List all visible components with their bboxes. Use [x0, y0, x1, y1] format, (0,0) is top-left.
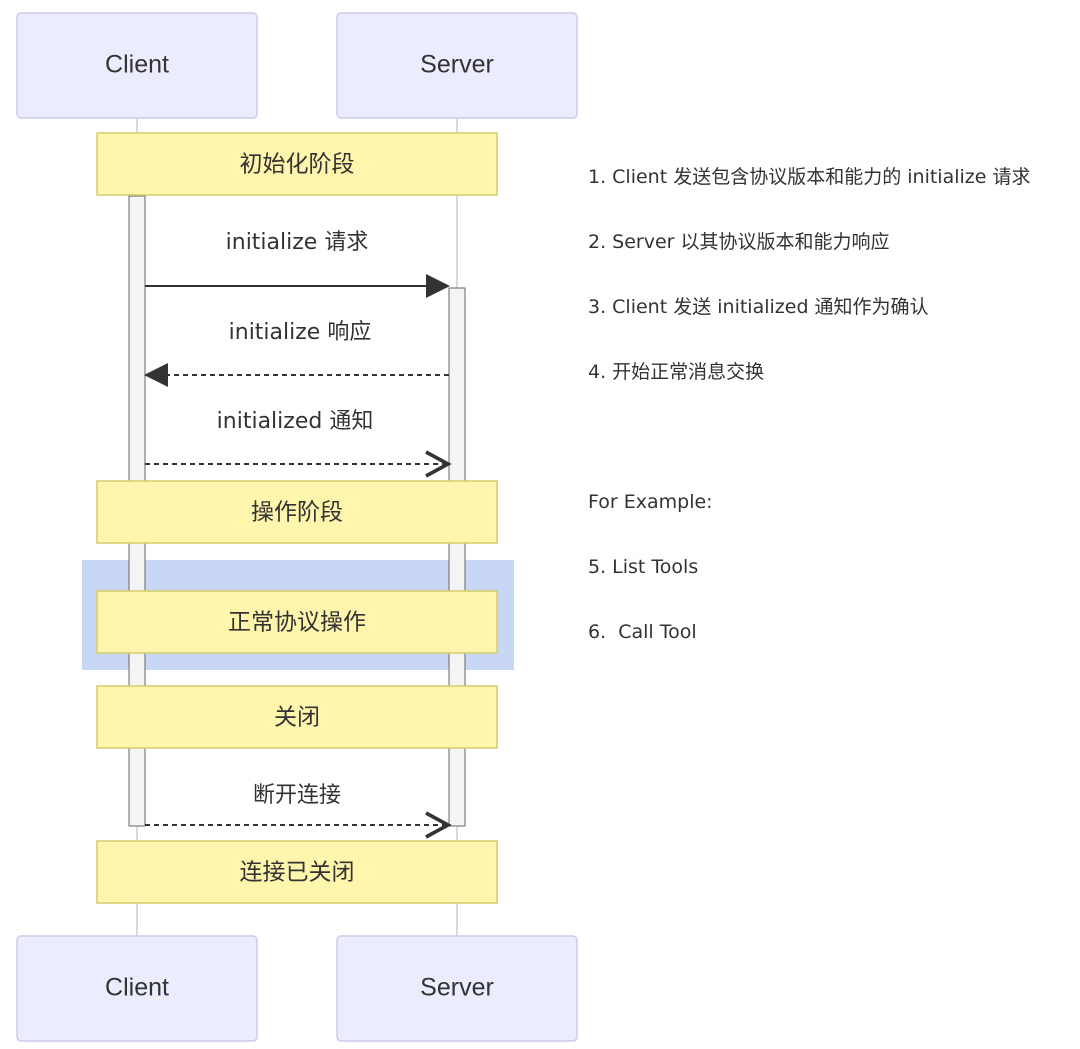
note-step-6: 6. Call Tool	[588, 621, 697, 643]
message-init-response-label: initialize 响应	[229, 320, 372, 345]
phase-closed-label: 连接已关闭	[240, 860, 355, 886]
note-step-5: 5. List Tools	[588, 556, 699, 578]
participant-client-top: Client	[16, 12, 258, 119]
participant-client-bottom: Client	[16, 935, 258, 1042]
message-init-request-label: initialize 请求	[226, 230, 369, 255]
phase-closed-note: 连接已关闭	[96, 840, 498, 904]
participant-server-bottom-label: Server	[420, 974, 494, 1002]
note-example-title: For Example:	[588, 491, 713, 513]
participant-server-bottom: Server	[336, 935, 578, 1042]
side-notes: 1. Client 发送包含协议版本和能力的 initialize 请求 2. …	[588, 0, 1078, 700]
participant-server-top: Server	[336, 12, 578, 119]
message-disconnect-label: 断开连接	[253, 783, 341, 808]
phase-shutdown-label: 关闭	[274, 705, 320, 731]
participant-server-top-label: Server	[420, 51, 494, 79]
phase-normal-label: 正常协议操作	[228, 610, 366, 636]
participant-client-bottom-label: Client	[105, 974, 169, 1002]
phase-shutdown-note: 关闭	[96, 685, 498, 749]
note-step-4: 4. 开始正常消息交换	[588, 361, 765, 383]
message-initialized-notify: initialized 通知	[145, 409, 452, 478]
phase-init-note: 初始化阶段	[96, 132, 498, 196]
phase-init-label: 初始化阶段	[240, 152, 355, 178]
participant-client-top-label: Client	[105, 51, 169, 79]
message-disconnect: 断开连接	[145, 783, 452, 839]
message-init-request: initialize 请求	[145, 230, 450, 298]
note-step-1: 1. Client 发送包含协议版本和能力的 initialize 请求	[588, 166, 1031, 188]
phase-operation-label: 操作阶段	[251, 500, 343, 526]
phase-normal-note: 正常协议操作	[96, 590, 498, 654]
message-init-response: initialize 响应	[144, 320, 449, 387]
note-step-3: 3. Client 发送 initialized 通知作为确认	[588, 296, 929, 318]
message-initialized-notify-label: initialized 通知	[217, 409, 374, 434]
phase-operation-note: 操作阶段	[96, 480, 498, 544]
note-step-2: 2. Server 以其协议版本和能力响应	[588, 231, 890, 253]
